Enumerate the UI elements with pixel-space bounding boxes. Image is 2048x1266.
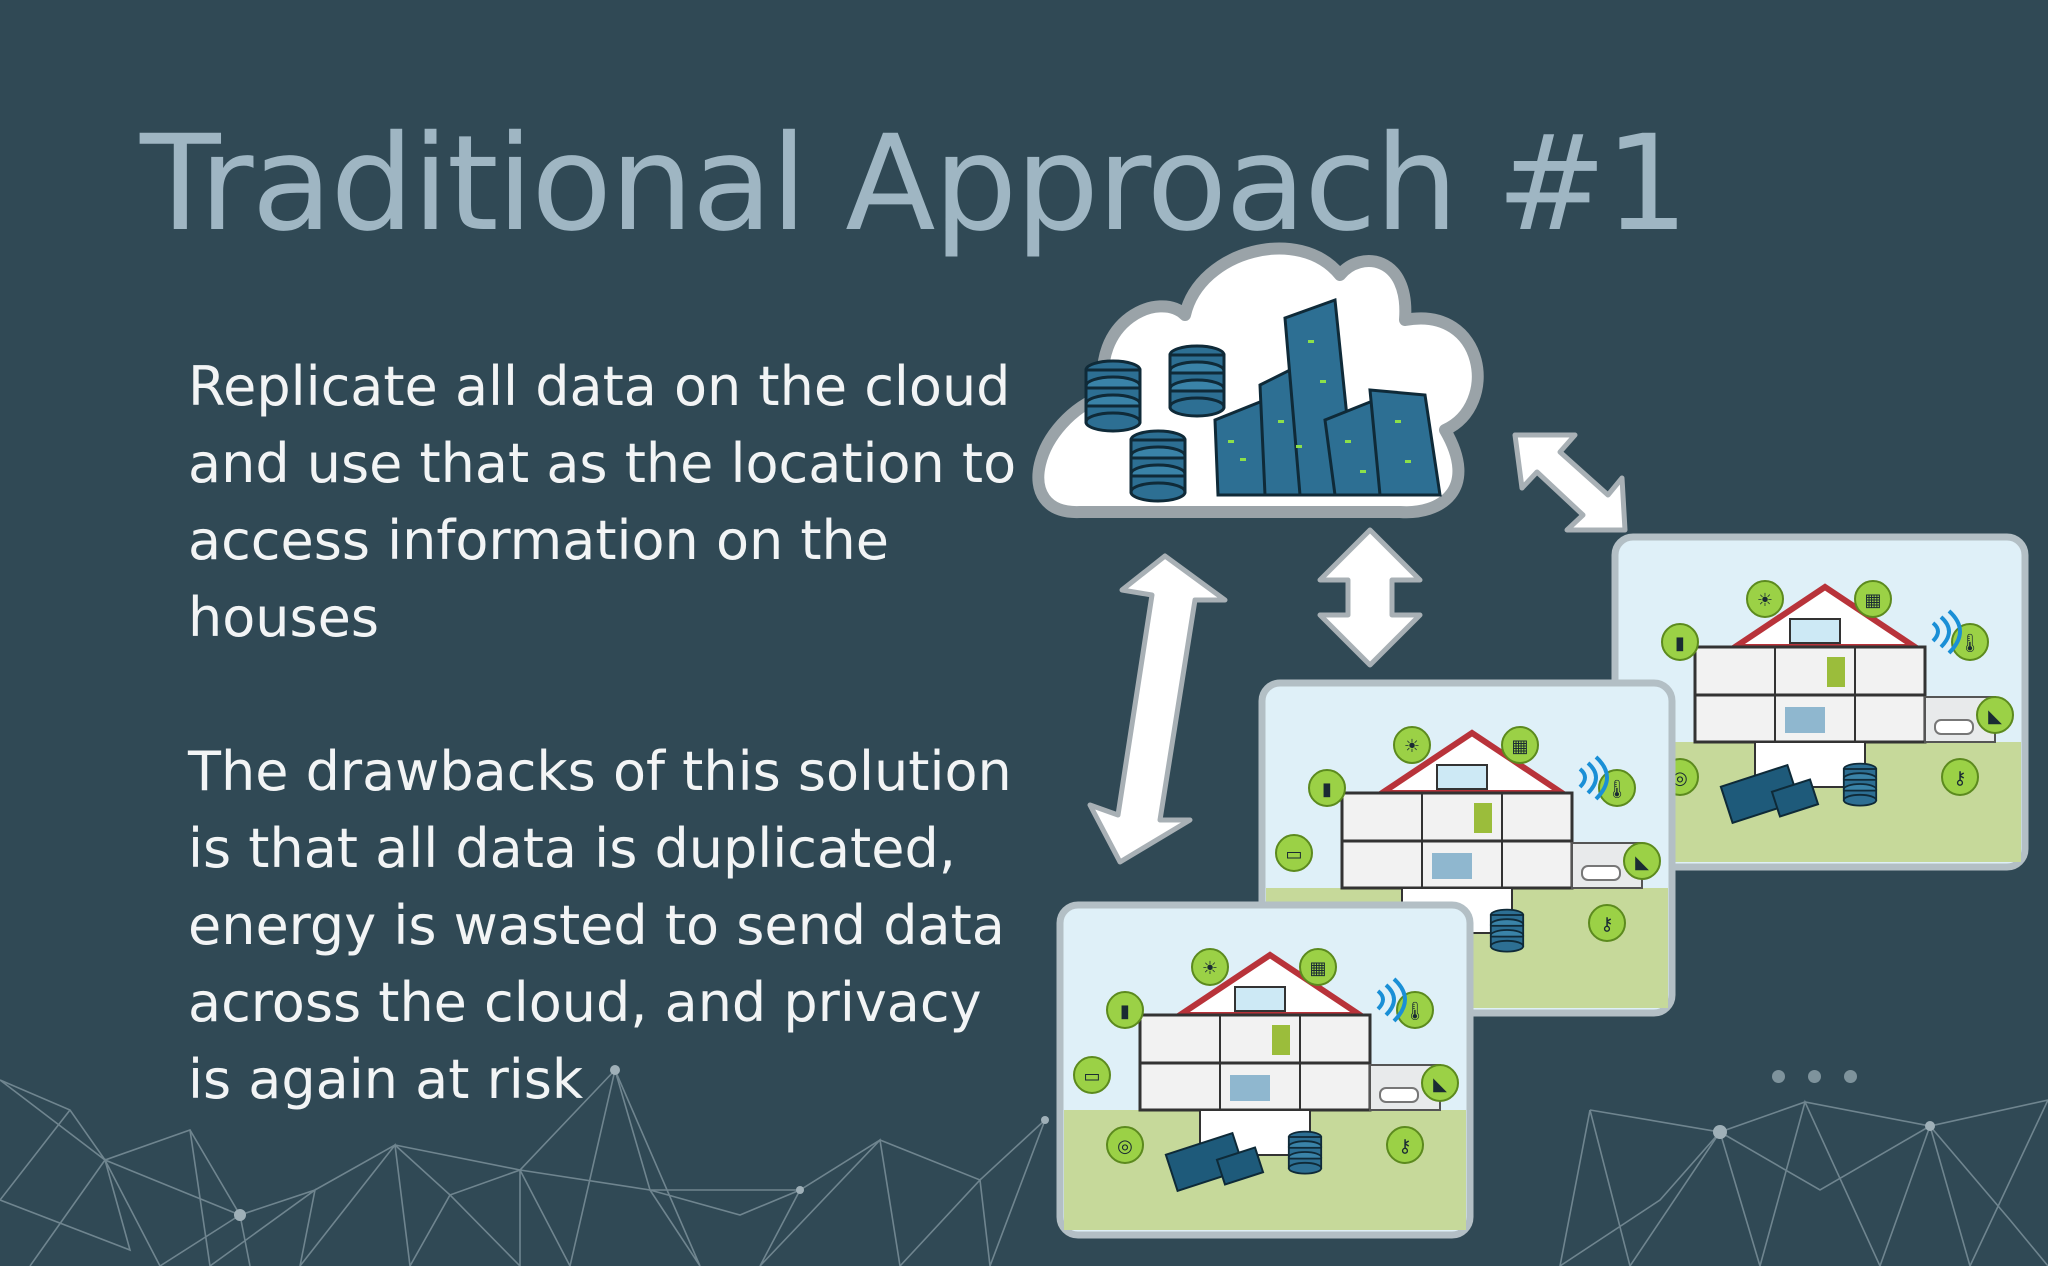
page-dot [1808, 1070, 1821, 1083]
page-dot [1772, 1070, 1785, 1083]
paragraph-approach: Replicate all data on the cloud and use … [188, 355, 1017, 649]
smart-house-icon [1615, 537, 2025, 867]
double-arrow-icon [1512, 432, 1628, 533]
page-indicator [1772, 1068, 1880, 1087]
paragraph-drawbacks: The drawbacks of this solution is that a… [188, 740, 1012, 1111]
smart-house-icon [1060, 905, 1470, 1235]
slide-title: Traditional Approach #1 [140, 107, 1689, 261]
double-arrow-icon [1087, 553, 1228, 865]
server-building-icon [1213, 297, 1442, 497]
page-dot [1844, 1070, 1857, 1083]
double-arrow-icon [1317, 527, 1423, 668]
